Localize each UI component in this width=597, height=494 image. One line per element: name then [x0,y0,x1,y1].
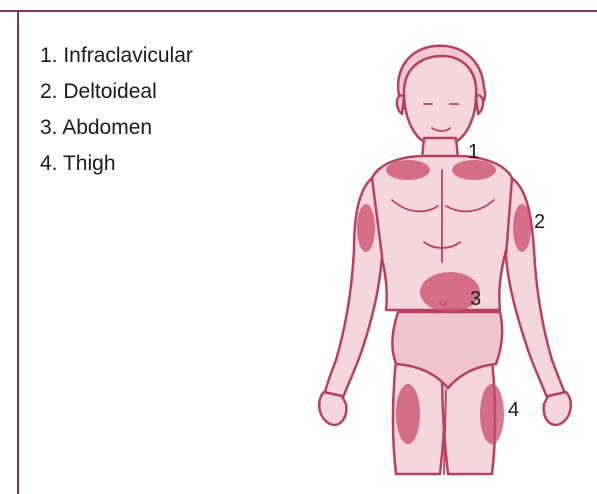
legend-item-abdomen: 3. Abdomen [40,114,193,150]
right-ear [476,95,483,114]
site-thigh-left [396,384,420,444]
marker-2: 2 [534,211,545,233]
left-hand [319,392,346,425]
site-infraclavicular-right [452,160,496,180]
marker-1: 1 [468,141,479,163]
legend-item-infraclavicular: 1. Infraclavicular [40,42,193,78]
site-thigh-right [480,384,504,444]
body-illustration: 1 2 3 4 [300,30,590,490]
site-infraclavicular-left [386,160,430,180]
marker-3: 3 [470,288,481,310]
marker-4: 4 [508,399,519,421]
left-ear [397,95,404,114]
left-arm [324,178,382,400]
injection-site-legend: 1. Infraclavicular 2. Deltoideal 3. Abdo… [40,42,193,186]
legend-item-deltoideal: 2. Deltoideal [40,78,193,114]
frame-left-rule [17,10,19,494]
frame-top-rule [0,10,597,12]
head [404,56,476,147]
right-hand [544,392,571,425]
site-deltoid-left [357,204,375,252]
legend-item-thigh: 4. Thigh [40,150,193,186]
site-deltoid-right [513,204,531,252]
